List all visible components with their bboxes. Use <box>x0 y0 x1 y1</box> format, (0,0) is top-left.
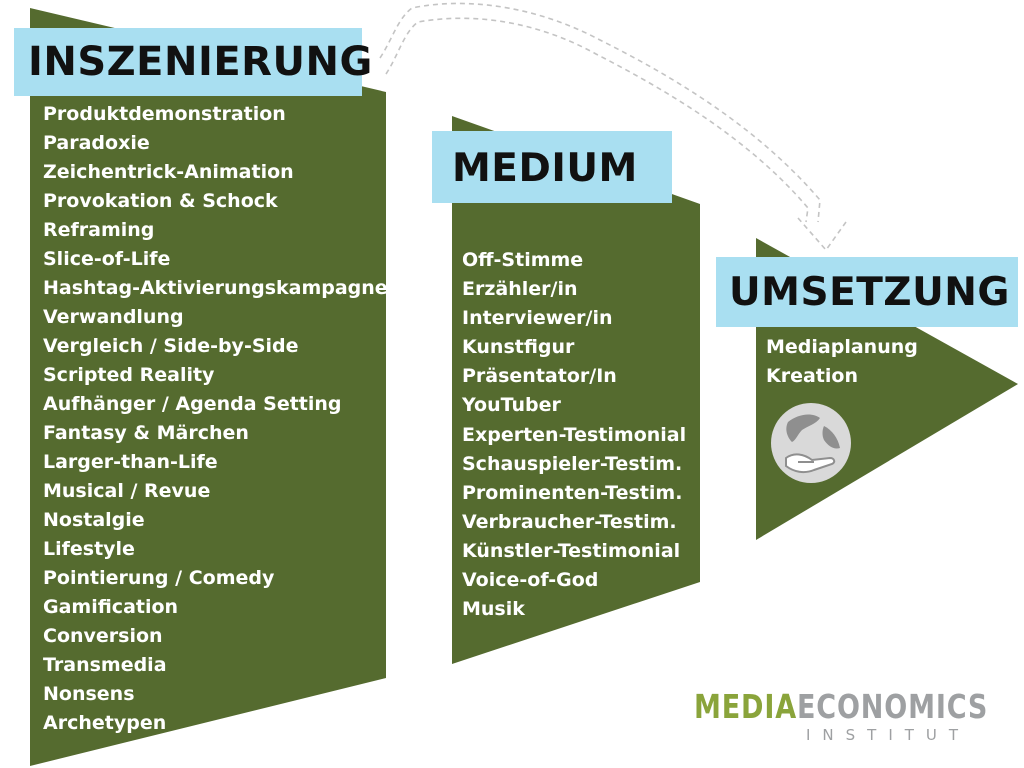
list-item: Prominenten-Testim. <box>462 481 683 504</box>
list-item: Interviewer/in <box>462 307 613 330</box>
logo-wordmark: MEDIAECONOMICS <box>694 690 988 723</box>
list-item: Musical / Revue <box>43 480 211 502</box>
list-item: Archetypen <box>43 712 167 734</box>
list-item: Nonsens <box>43 683 135 705</box>
list-item: Larger-than-Life <box>43 451 218 473</box>
inszenierung-list: Produktdemonstration Paradoxie Zeichentr… <box>43 100 388 738</box>
list-item: Voice-of-God <box>462 569 599 592</box>
list-item: YouTuber <box>462 394 561 417</box>
logo-subtitle: INSTITUT <box>806 726 971 744</box>
list-item: Off-Stimme <box>462 249 584 271</box>
umsetzung-list: Mediaplanung Kreation <box>766 333 918 391</box>
list-item: Conversion <box>43 625 163 647</box>
dashed-curved-arrow-icon <box>379 2 847 252</box>
list-item: Produktdemonstration <box>43 103 286 125</box>
list-item: Slice-of-Life <box>43 248 171 270</box>
inszenierung-panel <box>30 8 386 766</box>
list-item: Präsentator/In <box>462 365 617 388</box>
list-item: Provokation & Schock <box>43 190 278 212</box>
list-item: Experten-Testimonial <box>462 423 687 446</box>
medium-panel <box>452 116 700 664</box>
list-item: Vergleich / Side-by-Side <box>43 335 299 357</box>
medium-title: MEDIUM <box>432 131 672 203</box>
umsetzung-title: UMSETZUNG <box>716 257 1018 327</box>
list-item: Musik <box>462 598 525 621</box>
list-item: Kunstfigur <box>462 336 575 359</box>
list-item: Pointierung / Comedy <box>43 567 275 589</box>
logo-word-media: MEDIA <box>694 687 797 726</box>
globe-hand-icon <box>771 403 851 483</box>
list-item: Zeichentrick-Animation <box>43 161 294 183</box>
list-item: Aufhänger / Agenda Setting <box>43 393 342 415</box>
list-item: Gamification <box>43 596 179 618</box>
list-item: Erzähler/in <box>462 278 578 301</box>
list-item: Scripted Reality <box>43 364 215 386</box>
list-item: Paradoxie <box>43 132 150 154</box>
logo-word-economics: ECONOMICS <box>796 687 989 726</box>
mediaeconomics-logo: MEDIAECONOMICS INSTITUT <box>694 690 1000 750</box>
list-item: Reframing <box>43 219 155 241</box>
list-item: Hashtag-Aktivierungskampagne <box>43 277 388 299</box>
list-item: Verbraucher-Testim. <box>462 510 677 533</box>
list-item: Kreation <box>766 365 858 387</box>
list-item: Künstler-Testimonial <box>462 539 681 562</box>
list-item: Verwandlung <box>43 306 184 328</box>
list-item: Mediaplanung <box>766 336 918 358</box>
list-item: Schauspieler-Testim. <box>462 452 683 475</box>
inszenierung-title: INSZENIERUNG <box>14 28 372 96</box>
list-item: Transmedia <box>43 654 167 676</box>
list-item: Lifestyle <box>43 538 135 560</box>
list-item: Nostalgie <box>43 509 145 531</box>
list-item: Fantasy & Märchen <box>43 422 249 444</box>
medium-list: Off-Stimme Erzähler/in Interviewer/in Ku… <box>462 246 686 624</box>
